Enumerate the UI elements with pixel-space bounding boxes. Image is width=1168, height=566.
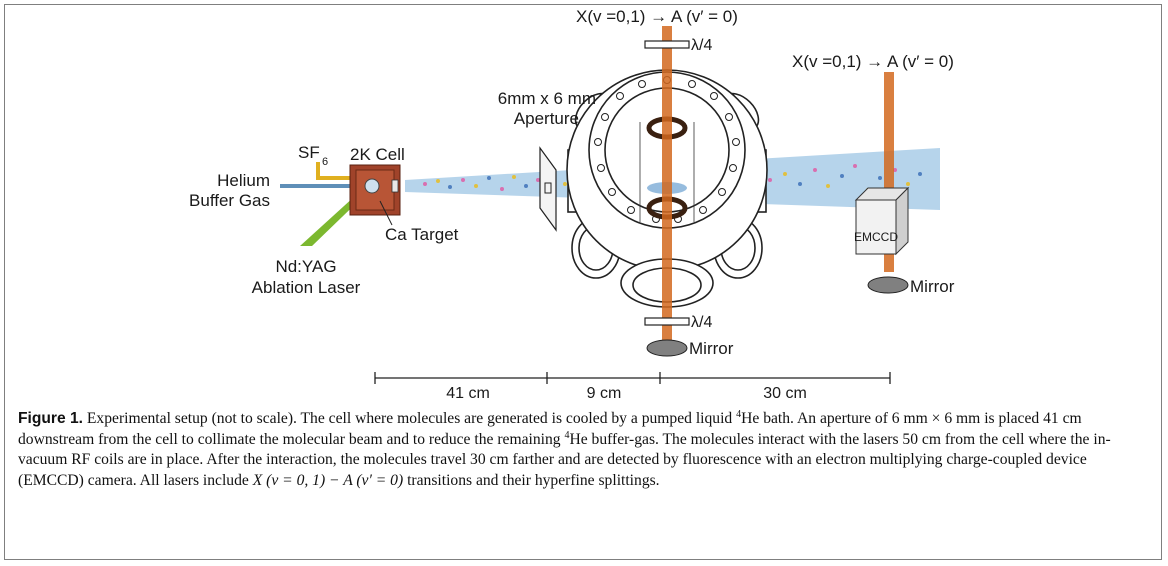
caption-text-4: transitions and their hyperfine splittin…	[403, 471, 660, 489]
scale-label-30cm: 30 cm	[763, 385, 807, 402]
label-sf6-subscript: 6	[322, 156, 328, 168]
setup-diagram: X(v =0,1) → A (v′ = 0) X(v =0,1) → A (v′…	[189, 7, 955, 402]
mirror-bottom	[646, 339, 688, 357]
label-quarter-wave-top: λ/4	[691, 37, 712, 54]
figure-frame	[4, 4, 1162, 560]
laser-beam-center	[662, 26, 672, 342]
caption-text-1: Experimental setup (not to scale). The c…	[83, 410, 737, 427]
label-sf6: SF	[298, 143, 320, 162]
caption-label: Figure 1.	[18, 410, 83, 427]
label-mirror-right: Mirror	[910, 277, 955, 296]
emccd-camera	[854, 186, 910, 256]
label-ablation-laser: Ablation Laser	[252, 278, 361, 297]
chamber-bolts	[594, 76, 740, 223]
label-emccd: EMCCD	[854, 230, 898, 244]
label-mirror-bottom: Mirror	[689, 339, 734, 358]
label-aperture: Aperture	[514, 109, 579, 128]
caption-math: X (v = 0, 1) − A (v′ = 0)	[252, 471, 404, 489]
cold-cell	[349, 164, 401, 226]
caption-text-2: He bath. An aperture of 6 mm × 6 mm is p…	[18, 410, 1082, 448]
label-ndyag: Nd:YAG	[275, 257, 336, 276]
label-aperture-size: 6mm x 6 mm	[498, 89, 596, 108]
label-laser-top-right: X(v =0,1) → A (v′ = 0)	[792, 52, 954, 71]
label-buffer-gas: Buffer Gas	[189, 191, 270, 210]
sf6-tube	[316, 162, 360, 180]
label-quarter-wave-bottom: λ/4	[691, 314, 712, 331]
scale-label-41cm: 41 cm	[446, 385, 490, 402]
mirror-right	[867, 276, 909, 294]
aperture-plate	[539, 146, 557, 232]
caption-text-3: He buffer-gas. The molecules interact wi…	[18, 430, 1111, 489]
scale-bar	[374, 372, 891, 384]
quarter-wave-plate-bottom	[644, 317, 690, 326]
label-laser-top-center: X(v =0,1) → A (v′ = 0)	[576, 7, 738, 26]
scale-label-9cm: 9 cm	[587, 385, 622, 402]
label-ca-target: Ca Target	[385, 225, 459, 244]
caption-sup-2: 4	[564, 429, 570, 441]
quarter-wave-plate-top	[644, 40, 690, 49]
caption-sup-1: 4	[736, 408, 742, 420]
label-helium: Helium	[217, 171, 270, 190]
laser-beam-right	[884, 72, 894, 272]
figure-caption: Figure 1. Experimental setup (not to sca…	[18, 409, 1148, 491]
label-cell: 2K Cell	[350, 145, 405, 164]
